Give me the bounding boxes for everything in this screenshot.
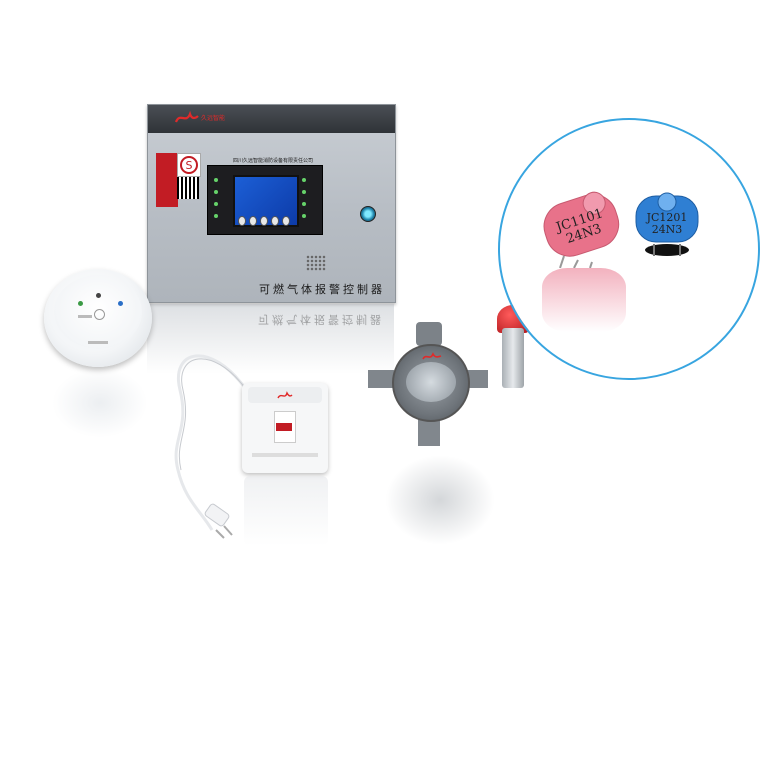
label-line: [88, 341, 108, 344]
fault-led-icon: [118, 301, 123, 306]
explosion-proof-detector: [368, 322, 502, 452]
keypad: [238, 216, 290, 226]
keypad-button[interactable]: [271, 216, 279, 226]
keypad-button[interactable]: [282, 216, 290, 226]
plug-in-gas-detector: [242, 383, 328, 473]
status-leds-left: [214, 178, 218, 226]
controller-reflection: [147, 304, 394, 374]
speaker-grille-icon: [306, 255, 326, 271]
control-panel: [207, 165, 323, 235]
sensor-blue-code: 24N3: [651, 223, 683, 236]
detector-face: [54, 275, 142, 349]
qr-code-icon: [177, 177, 199, 199]
label-line: [78, 315, 92, 318]
test-button-icon: [94, 309, 105, 320]
controller-brand: 久远智能: [201, 115, 226, 122]
cert-s-logo-icon: S: [177, 153, 201, 177]
key-switch-icon: [360, 206, 376, 222]
power-led-icon: [78, 301, 83, 306]
indicator-dot: [96, 293, 101, 298]
alarm-lamp-post: [502, 328, 524, 388]
controller-title-reflection: 可燃气体报警控制器: [258, 313, 384, 326]
controller-company-name: 四川久远智能消防设备有限责任公司: [232, 158, 313, 164]
status-leds-right: [302, 178, 306, 226]
controller-title: 可燃气体报警控制器: [259, 283, 385, 296]
controller-top-bar: [148, 105, 395, 133]
detector-cap: [416, 322, 442, 346]
brand-logo-icon: [422, 352, 442, 360]
detector-housing: [392, 344, 470, 422]
brand-logo-icon: [277, 391, 293, 399]
certification-label: [156, 153, 178, 207]
brand-logo-icon: [174, 110, 199, 123]
keypad-button[interactable]: [260, 216, 268, 226]
sensor-blue-model: JC1201: [646, 211, 688, 224]
keypad-button[interactable]: [238, 216, 246, 226]
gas-sensor-pink: JC1101 24N3: [534, 180, 630, 268]
explosion-proof-reflection: [385, 455, 495, 545]
round-detector-reflection: [52, 368, 148, 438]
svg-text:S: S: [186, 159, 193, 172]
cable-gland-right: [464, 370, 488, 388]
round-gas-detector: [44, 269, 152, 367]
sensor-pink-reflection: [542, 268, 626, 332]
display-window: [406, 362, 456, 402]
gas-sensor-blue: JC1201 24N3: [632, 190, 702, 258]
cable-gland-left: [368, 370, 394, 388]
keypad-button[interactable]: [249, 216, 257, 226]
inset-ring: [498, 118, 760, 380]
power-cable: [174, 354, 247, 539]
label-line: [252, 453, 318, 457]
gas-alarm-controller: 久远智能 S 四川久远智能消防设备有限责任公司 可燃气体报警控制器: [147, 104, 396, 303]
certification-label: [276, 423, 292, 431]
sensor-head: [418, 416, 440, 446]
sensor-body-blue: [635, 192, 699, 256]
detector-vent: [248, 387, 322, 403]
sensor-inset: JC1101 24N3 JC1201 24N3: [498, 118, 760, 380]
plug-detector-reflection: [244, 476, 328, 546]
sensor-body-pink: [543, 191, 620, 268]
